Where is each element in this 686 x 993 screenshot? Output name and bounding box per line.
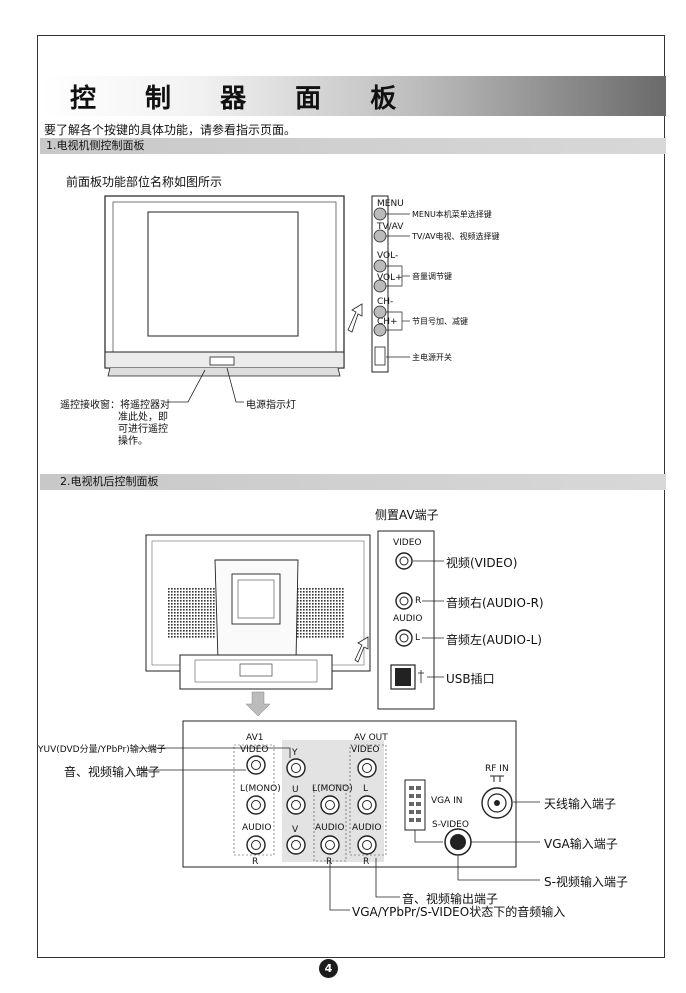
remote-window-line2: 准此处，即 (118, 412, 168, 423)
side-av-title: 侧置AV端子 (375, 508, 439, 522)
u-tag: U (292, 785, 299, 795)
avout-video-tag: VIDEO (351, 745, 380, 755)
side-l-tag: L (415, 633, 421, 643)
side-audio-r-label: 音频右(AUDIO-R) (446, 596, 544, 610)
av-out-label: 音、视频输出端子 (402, 892, 499, 906)
side-video-label: 视频(VIDEO) (446, 556, 518, 570)
tvav-key-label: TV/AV电视、视频选择键 (412, 232, 500, 241)
antenna-label: 天线输入端子 (544, 797, 617, 811)
avout-audio-tag: AUDIO (352, 823, 382, 833)
section1-subheading: 前面板功能部位名称如图所示 (66, 175, 223, 189)
av1-audio-tag: AUDIO (242, 823, 272, 833)
av1-tag: AV1 (246, 733, 264, 743)
mid-lmono-tag: L(MONO) (312, 784, 353, 794)
volume-key-label: 音量调节键 (412, 272, 452, 281)
rf-in-tag: RF IN (485, 764, 509, 774)
av-out-tag: AV OUT (354, 733, 388, 743)
usb-label: USB插口 (446, 672, 495, 686)
side-r-tag: R (415, 596, 422, 606)
side-audio-tag: AUDIO (393, 614, 423, 624)
page-title: 控 制 器 面 板 (70, 84, 417, 114)
menu-key-label: MENU本机菜单选择键 (412, 210, 492, 219)
remote-window-line3: 可进行遥控 (118, 424, 168, 435)
btn-tag-volplus: VOL+ (377, 273, 403, 283)
btn-tag-chplus: CH+ (377, 317, 398, 327)
channel-key-label: 节目号加、减键 (412, 317, 468, 326)
mid-r-tag: R (326, 857, 333, 867)
vga-audio-label: VGA/YPbPr/S-VIDEO状态下的音频输入 (352, 905, 566, 919)
remote-window-line1: 遥控接收窗：将遥控器对 (60, 400, 170, 411)
av1-r-tag: R (252, 857, 259, 867)
remote-window-line4: 操作。 (118, 436, 148, 447)
s-video-tag: S-VIDEO (432, 820, 469, 830)
btn-tag-volminus: VOL- (377, 251, 399, 261)
power-led-label: 电源指示灯 (246, 400, 296, 411)
intro-text: 要了解各个按键的具体功能，请参看指示页面。 (44, 123, 297, 137)
btn-tag-tvav: TV/AV (377, 222, 404, 232)
vga-input-label: VGA输入端子 (544, 837, 618, 851)
page-number: 4 (319, 959, 338, 978)
av-in-label: 音、视频输入端子 (64, 765, 161, 779)
mid-audio-tag: AUDIO (315, 823, 345, 833)
v-tag: V (292, 825, 299, 835)
avout-l-tag: L (363, 784, 369, 794)
btn-tag-menu: MENU (377, 199, 404, 209)
vga-in-tag: VGA IN (431, 796, 463, 806)
section2-heading: 2.电视机后控制面板 (40, 474, 666, 490)
page-frame (37, 35, 665, 958)
av1-lmono-tag: L(MONO) (240, 784, 281, 794)
avout-r-tag: R (363, 857, 370, 867)
title-band (40, 76, 666, 116)
section1-heading: 1.电视机侧控制面板 (40, 138, 666, 154)
svideo-input-label: S-视频输入端子 (544, 875, 628, 889)
side-video-tag: VIDEO (393, 538, 422, 548)
power-switch-label: 主电源开关 (412, 353, 452, 362)
side-audio-l-label: 音频左(AUDIO-L) (446, 633, 542, 647)
y-tag: Y (292, 748, 298, 758)
av1-video-tag: VIDEO (240, 745, 269, 755)
btn-tag-chminus: CH- (377, 297, 394, 307)
yuv-label: YUV(DVD分量/YPbPr)输入端子 (38, 745, 166, 755)
